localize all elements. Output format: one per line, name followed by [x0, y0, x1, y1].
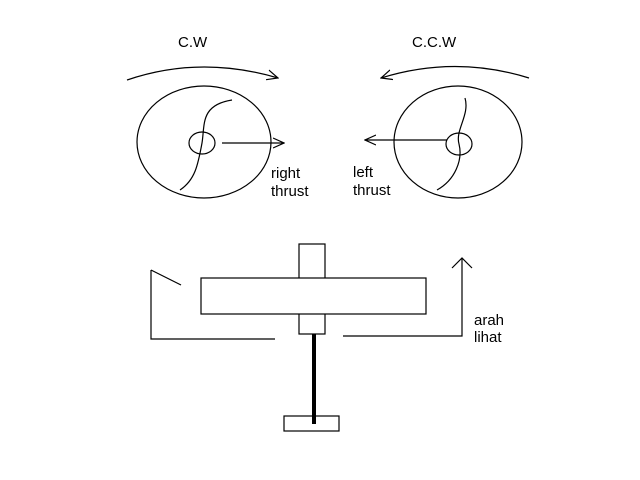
right-view-arrowhead [451, 257, 473, 269]
ccw-propeller-blade [436, 97, 467, 191]
right-view-arrow [343, 258, 463, 337]
cw-propeller-hub [188, 131, 216, 155]
cw-propeller-disc [136, 85, 272, 199]
left-thrust-label-line1: left [353, 164, 374, 181]
view-direction-label-line2: lihat [474, 329, 502, 346]
view-direction-label-line1: arah [474, 312, 504, 329]
ccw-propeller-disc [393, 85, 523, 199]
ccw-rotation-arrow [381, 65, 530, 79]
left-view-arrow [150, 270, 275, 340]
left-thrust-label-line2: thrust [353, 182, 391, 199]
aircraft-tail [283, 415, 340, 432]
cw-propeller-blade [179, 99, 233, 191]
right-thrust-label-line2: thrust [271, 183, 309, 200]
ccw-label: C.C.W [412, 34, 457, 51]
aircraft-wing [200, 277, 427, 315]
right-thrust-label-line1: right [271, 165, 301, 182]
cw-label: C.W [178, 34, 208, 51]
left-view-arrowhead [150, 269, 182, 286]
cw-rotation-arrow [126, 66, 278, 81]
